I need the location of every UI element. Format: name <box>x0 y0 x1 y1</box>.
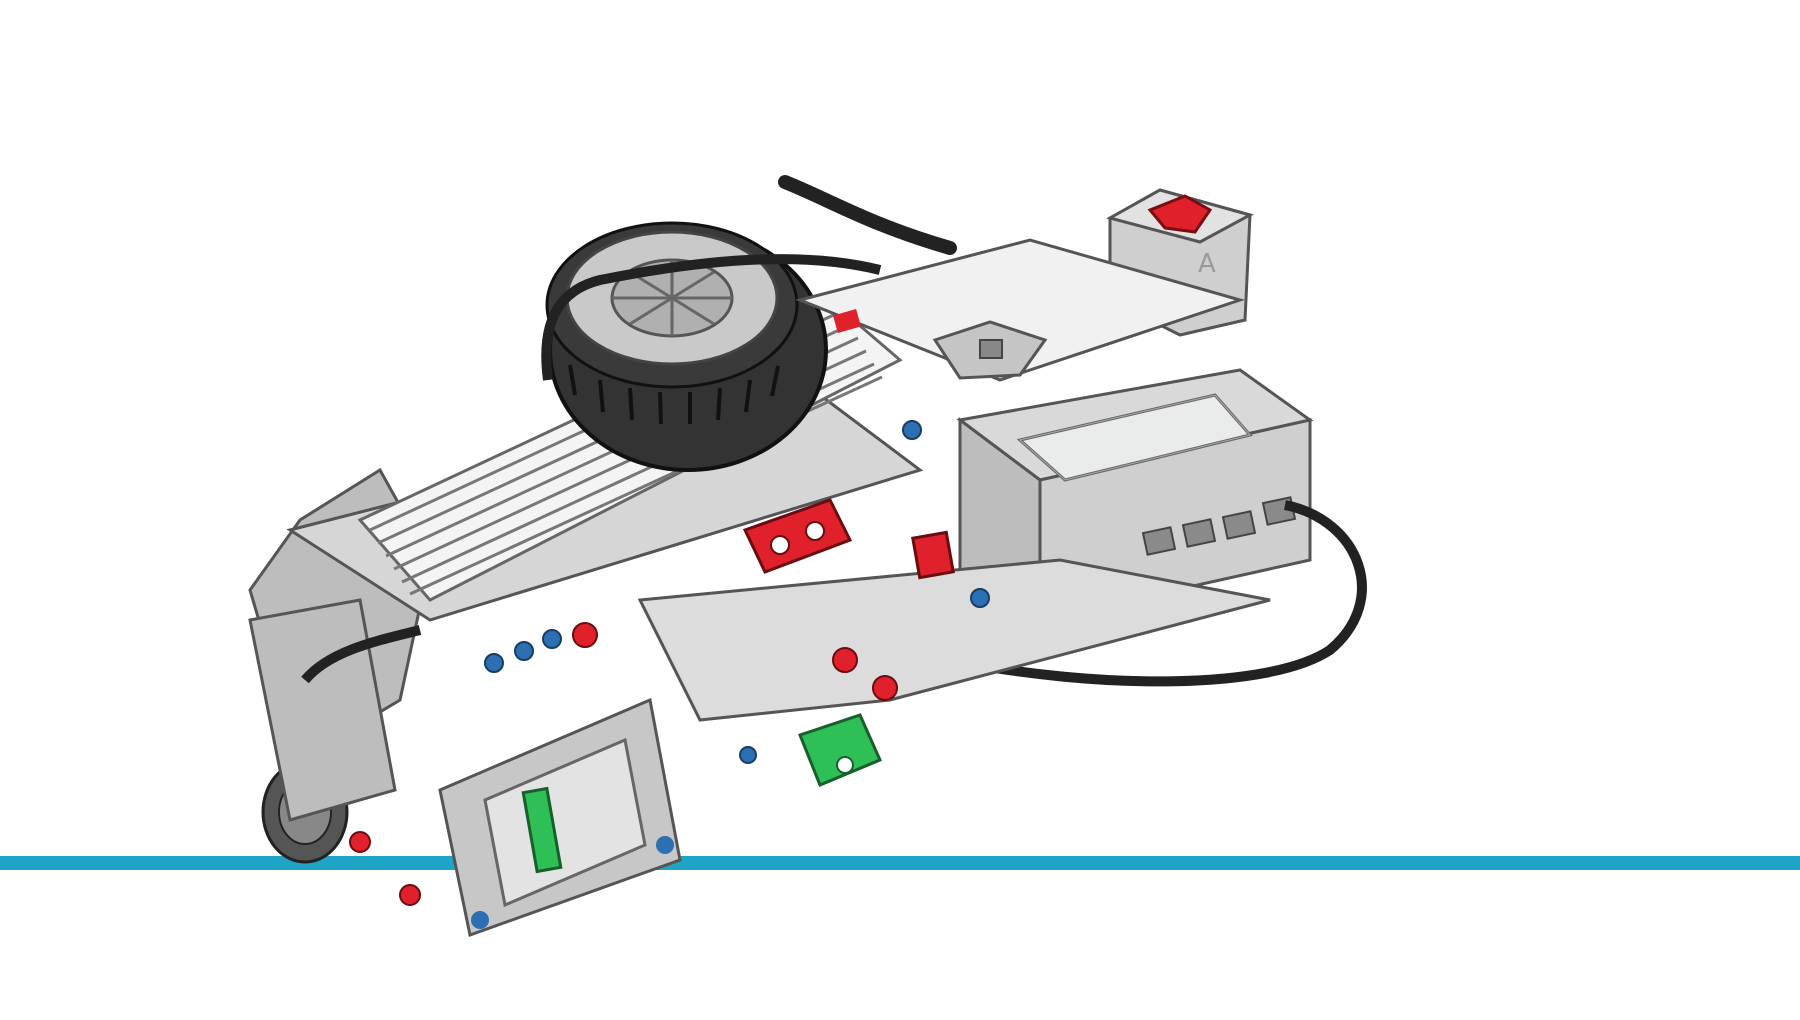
caster-gear <box>248 598 422 864</box>
front-frame <box>438 697 682 937</box>
motor-port-label: A <box>1198 249 1216 279</box>
lower-chassis <box>637 558 1271 722</box>
floor-rule-line <box>0 856 1800 870</box>
top-cable <box>778 175 957 255</box>
wheel-cable <box>541 254 882 381</box>
top-plate <box>795 238 1246 382</box>
green-axle <box>521 786 563 874</box>
blue-pins <box>484 420 990 764</box>
red-beam <box>742 498 853 574</box>
green-beam <box>798 713 882 787</box>
red-pins <box>349 622 898 906</box>
red-connector <box>911 530 955 580</box>
brick-button-cluster <box>932 320 1048 380</box>
